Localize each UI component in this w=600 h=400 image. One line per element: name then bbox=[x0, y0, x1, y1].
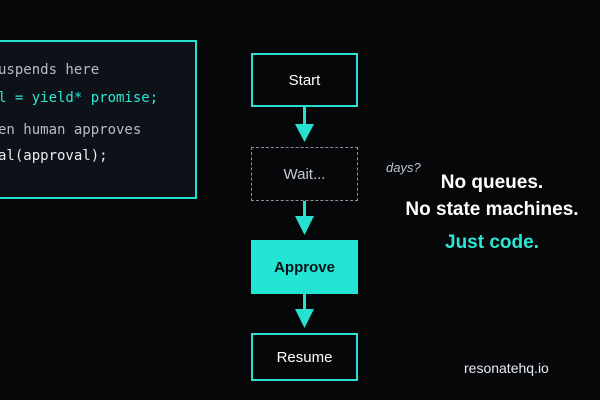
flow-node-wait-label: Wait... bbox=[283, 165, 326, 183]
arrow-approve-to-resume bbox=[295, 294, 314, 328]
flow-node-start: Start bbox=[251, 53, 358, 107]
code-line-yield: l = yield* promise; bbox=[0, 90, 159, 106]
tagline-no-state-machines: No state machines. bbox=[405, 199, 579, 220]
code-line-call: al(approval); bbox=[0, 148, 108, 164]
code-panel: uspends here l = yield* promise; en huma… bbox=[0, 40, 197, 199]
flow-node-start-label: Start bbox=[288, 71, 321, 89]
flow-node-approve-label: Approve bbox=[274, 258, 335, 276]
code-line-comment-approve: en human approves bbox=[0, 122, 142, 138]
flow-node-wait: Wait... bbox=[251, 147, 358, 201]
tagline-no-queues: No queues. bbox=[440, 172, 544, 193]
flow-node-resume: Resume bbox=[251, 333, 358, 381]
flow-node-resume-label: Resume bbox=[276, 348, 333, 366]
arrow-start-to-wait bbox=[295, 107, 314, 142]
wait-duration-note: days? bbox=[386, 160, 421, 175]
arrow-wait-to-approve bbox=[295, 201, 314, 235]
code-line-comment-suspend: uspends here bbox=[0, 62, 100, 78]
site-url: resonatehq.io bbox=[464, 360, 549, 376]
flow-node-approve: Approve bbox=[251, 240, 358, 294]
tagline-just-code: Just code. bbox=[445, 232, 539, 253]
